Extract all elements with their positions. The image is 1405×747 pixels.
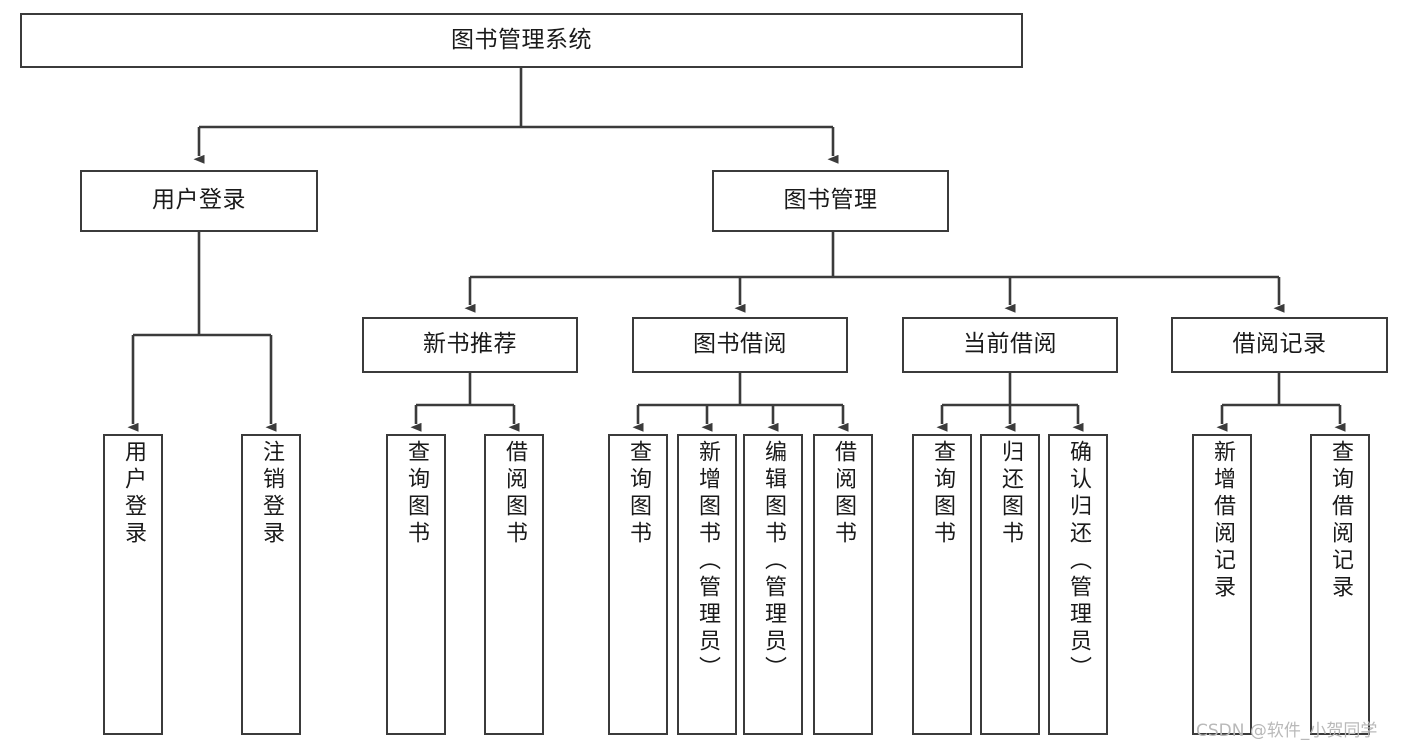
node-label: 新增图书（管理员） xyxy=(695,440,720,683)
node-leaf-logout[interactable]: 注销登录 xyxy=(241,434,301,735)
node-label: 查询借阅记录 xyxy=(1328,440,1353,602)
csdn-watermark: CSDN @软件_小贺同学 xyxy=(1196,721,1378,741)
node-leaf-query-book-borrow[interactable]: 查询图书 xyxy=(608,434,668,735)
node-label: 归还图书 xyxy=(998,440,1023,548)
node-label: 查询图书 xyxy=(404,440,429,548)
node-leaf-user-login[interactable]: 用户登录 xyxy=(103,434,163,735)
node-leaf-return-book[interactable]: 归还图书 xyxy=(980,434,1040,735)
node-root-book-management-system[interactable]: 图书管理系统 xyxy=(20,13,1023,68)
node-label: 新书推荐 xyxy=(423,331,517,358)
node-leaf-borrow-book[interactable]: 借阅图书 xyxy=(813,434,873,735)
node-label: 用户登录 xyxy=(152,187,246,214)
node-label: 当前借阅 xyxy=(963,331,1057,358)
node-book-management[interactable]: 图书管理 xyxy=(712,170,949,232)
node-label: 借阅记录 xyxy=(1232,331,1327,358)
node-book-borrow[interactable]: 图书借阅 xyxy=(632,317,848,373)
node-label: 确认归还（管理员） xyxy=(1066,440,1091,683)
node-leaf-query-borrow-record[interactable]: 查询借阅记录 xyxy=(1310,434,1370,735)
node-label: 图书管理 xyxy=(783,187,878,214)
node-leaf-add-borrow-record[interactable]: 新增借阅记录 xyxy=(1192,434,1252,735)
node-borrow-record[interactable]: 借阅记录 xyxy=(1171,317,1388,373)
node-label: 新增借阅记录 xyxy=(1210,440,1235,602)
node-label: 注销登录 xyxy=(259,440,284,548)
node-label: 借阅图书 xyxy=(831,440,856,548)
node-label: 借阅图书 xyxy=(502,440,527,548)
node-label: 查询图书 xyxy=(930,440,955,548)
node-label: 图书管理系统 xyxy=(451,26,592,53)
node-leaf-add-book-admin[interactable]: 新增图书（管理员） xyxy=(677,434,737,735)
node-user-login[interactable]: 用户登录 xyxy=(80,170,318,232)
node-new-book-recommend[interactable]: 新书推荐 xyxy=(362,317,578,373)
node-leaf-query-book-recommend[interactable]: 查询图书 xyxy=(386,434,446,735)
node-current-borrow[interactable]: 当前借阅 xyxy=(902,317,1118,373)
node-label: 图书借阅 xyxy=(693,331,787,358)
node-leaf-query-book-current[interactable]: 查询图书 xyxy=(912,434,972,735)
node-label: 用户登录 xyxy=(121,440,146,548)
node-leaf-borrow-book-recommend[interactable]: 借阅图书 xyxy=(484,434,544,735)
node-label: 查询图书 xyxy=(626,440,651,548)
node-leaf-confirm-return-admin[interactable]: 确认归还（管理员） xyxy=(1048,434,1108,735)
node-leaf-edit-book-admin[interactable]: 编辑图书（管理员） xyxy=(743,434,803,735)
node-label: 编辑图书（管理员） xyxy=(761,440,786,683)
